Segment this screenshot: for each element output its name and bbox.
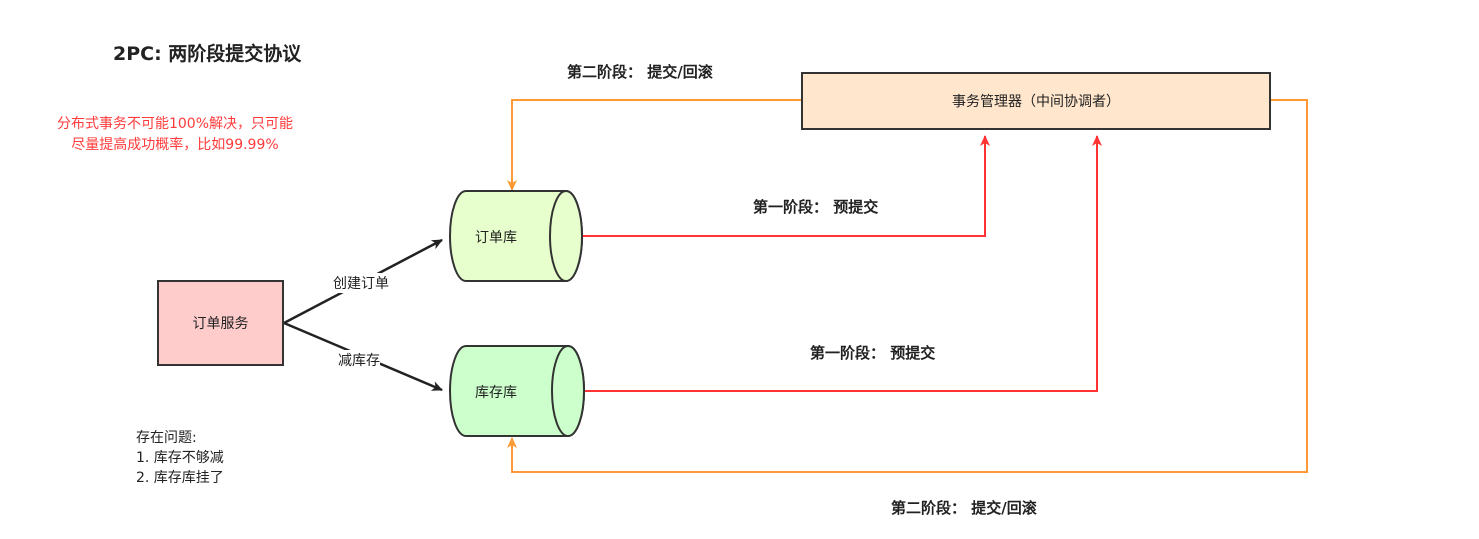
order-service-node: 订单服务 bbox=[157, 280, 284, 366]
issues-list: 存在问题: 1. 库存不够减 2. 库存库挂了 bbox=[136, 428, 224, 488]
create-order-label: 创建订单 bbox=[333, 273, 389, 293]
order-db-label: 订单库 bbox=[475, 230, 517, 246]
reliability-note: 分布式事务不可能100%解决，只可能 尽量提高成功概率，比如99.99% bbox=[30, 114, 320, 156]
phase1-order-arrow bbox=[583, 135, 990, 237]
reliability-note-line1: 分布式事务不可能100%解决，只可能 bbox=[56, 116, 294, 132]
reliability-note-line2: 尽量提高成功概率，比如99.99% bbox=[71, 137, 279, 153]
phase2-bottom-label: 第二阶段： 提交/回滚 bbox=[891, 499, 1037, 517]
phase1-order-label: 第一阶段： 预提交 bbox=[753, 198, 879, 216]
reduce-stock-label: 减库存 bbox=[338, 350, 380, 370]
transaction-manager-label: 事务管理器（中间协调者） bbox=[952, 94, 1120, 110]
issue-item-1: 1. 库存不够减 bbox=[136, 450, 224, 466]
phase1-stock-label: 第一阶段： 预提交 bbox=[810, 344, 936, 362]
issue-item-2: 2. 库存库挂了 bbox=[136, 470, 224, 486]
order-service-label: 订单服务 bbox=[192, 316, 249, 332]
phase1-stock-arrow bbox=[585, 135, 1102, 392]
issues-heading: 存在问题: bbox=[136, 430, 197, 446]
stock-db-label: 库存库 bbox=[475, 385, 517, 401]
phase2-top-label: 第二阶段： 提交/回滚 bbox=[567, 63, 713, 81]
stock-db-cylinder bbox=[449, 345, 585, 437]
transaction-manager-node: 事务管理器（中间协调者） bbox=[801, 72, 1271, 130]
phase2-stock-arrow bbox=[507, 99, 1308, 473]
phase2-order-arrow bbox=[507, 99, 801, 191]
diagram-title: 2PC: 两阶段提交协议 bbox=[113, 43, 302, 65]
order-db-cylinder bbox=[449, 190, 583, 282]
